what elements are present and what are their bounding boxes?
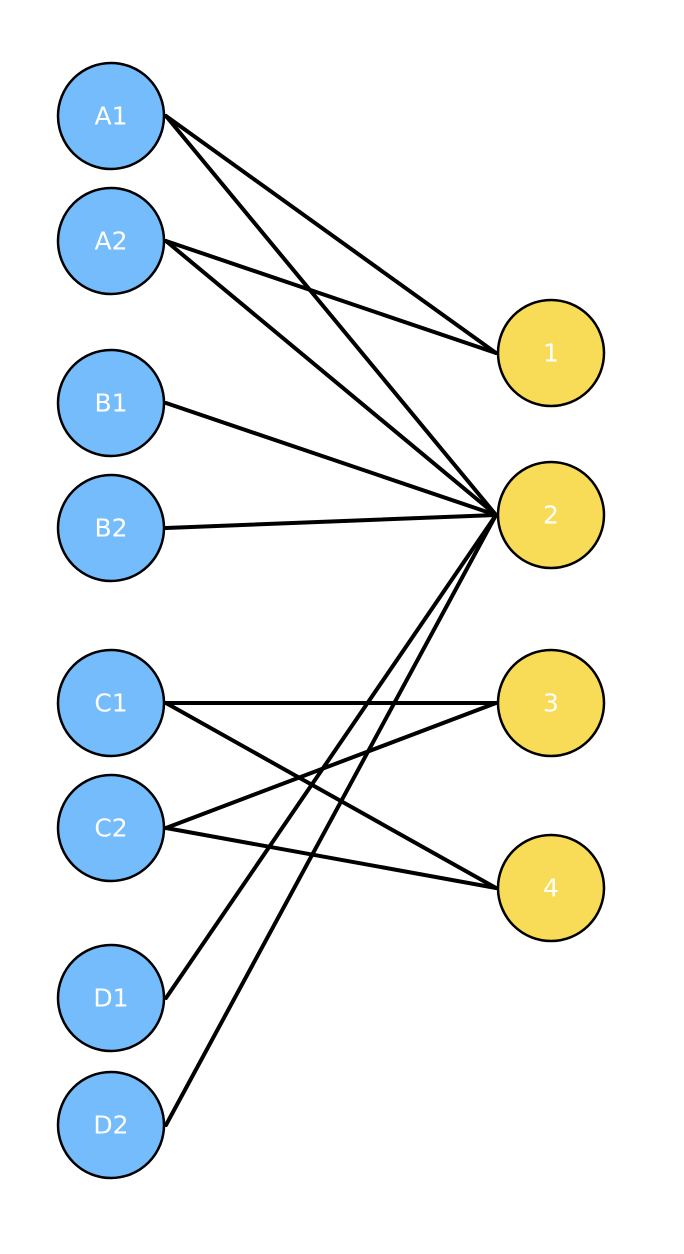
node-b2: B2 [56, 473, 166, 583]
edge-c2-3 [164, 701, 498, 830]
edge-c2-4 [164, 826, 498, 890]
node-c2: C2 [56, 773, 166, 883]
node-2: 2 [496, 460, 606, 570]
node-label: A2 [94, 227, 127, 256]
node-label: A1 [94, 102, 127, 131]
node-circle [56, 348, 166, 458]
node-label: 2 [543, 501, 559, 530]
node-label: B2 [94, 514, 127, 543]
node-d1: D1 [56, 943, 166, 1053]
node-label: D1 [93, 984, 128, 1013]
edge-a1-2 [164, 114, 498, 517]
node-circle [496, 648, 606, 758]
edge-a2-1 [164, 239, 498, 355]
edge-a2-2 [164, 239, 498, 517]
node-label: B1 [94, 389, 127, 418]
edges-layer [164, 114, 498, 1127]
node-a2: A2 [56, 186, 166, 296]
node-c1: C1 [56, 648, 166, 758]
node-a1: A1 [56, 61, 166, 171]
node-label: C2 [94, 814, 127, 843]
node-label: 3 [543, 689, 559, 718]
edge-b2-2 [164, 513, 498, 530]
node-label: D2 [93, 1111, 128, 1140]
edge-d2-2 [164, 513, 498, 1127]
edge-c1-4 [164, 701, 498, 890]
node-4: 4 [496, 833, 606, 943]
node-circle [56, 186, 166, 296]
node-circle [56, 1070, 166, 1180]
edge-d1-2 [164, 513, 498, 1000]
node-circle [496, 833, 606, 943]
node-circle [496, 298, 606, 408]
node-circle [56, 943, 166, 1053]
node-circle [56, 61, 166, 171]
node-label: C1 [94, 689, 127, 718]
node-circle [56, 648, 166, 758]
node-label: 1 [543, 339, 559, 368]
node-label: 4 [543, 874, 559, 903]
node-1: 1 [496, 298, 606, 408]
node-3: 3 [496, 648, 606, 758]
node-circle [56, 473, 166, 583]
edge-a1-1 [164, 114, 498, 355]
node-circle [496, 460, 606, 570]
node-circle [56, 773, 166, 883]
node-b1: B1 [56, 348, 166, 458]
node-d2: D2 [56, 1070, 166, 1180]
edge-b1-2 [164, 401, 498, 517]
